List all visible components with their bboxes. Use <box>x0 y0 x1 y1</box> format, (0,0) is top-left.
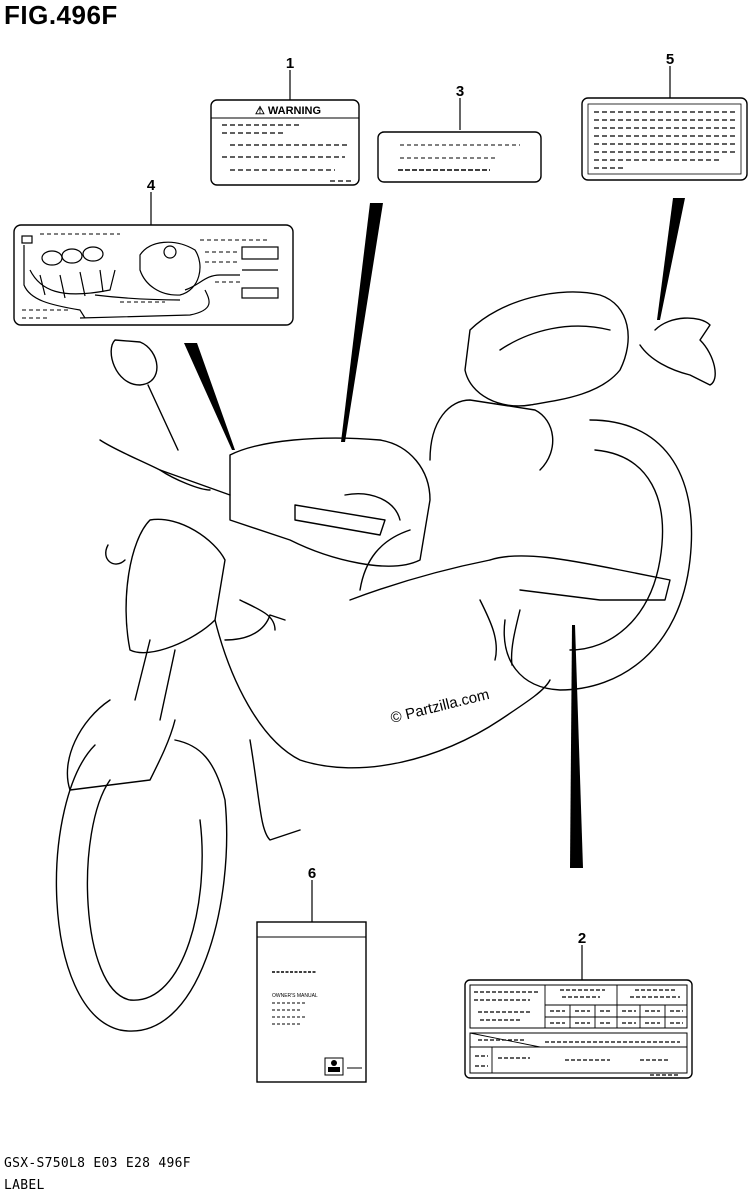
mirror <box>110 339 158 386</box>
pointer-1 <box>341 203 383 442</box>
owners-manual-text: OWNER'S MANUAL <box>272 993 318 999</box>
front-wheel <box>55 739 228 1032</box>
callout-leaders <box>150 66 671 980</box>
tail-light <box>639 317 716 386</box>
label-1-warning: ⚠ WARNING <box>210 99 360 186</box>
pointer-4 <box>184 343 235 450</box>
pointer-2 <box>570 625 583 868</box>
callout-number-1: 1 <box>286 55 294 72</box>
label-3 <box>377 131 542 183</box>
rear-wheel <box>503 419 693 691</box>
figure-title: FIG.496F <box>4 0 118 30</box>
label-5 <box>581 97 748 181</box>
callout-number-2: 2 <box>578 930 586 947</box>
pointer-5 <box>657 198 685 320</box>
callout-number-3: 3 <box>456 83 464 100</box>
watermark: © Partzilla.com <box>389 686 491 727</box>
callout-number-5: 5 <box>666 51 674 68</box>
label-2-info-table <box>464 979 693 1079</box>
callout-number-4: 4 <box>147 177 156 194</box>
label-6-owners-manual: OWNER'S MANUAL <box>256 921 367 1083</box>
motorcycle-outline <box>55 291 716 1032</box>
seat <box>464 291 629 407</box>
warning-heading: ⚠ WARNING <box>255 105 321 117</box>
callout-number-6: 6 <box>308 865 316 882</box>
figure-caption: LABEL <box>4 1178 45 1193</box>
label-4-routing <box>13 224 294 326</box>
callout-pointers <box>184 198 685 868</box>
model-code: GSX-S750L8 E03 E28 496F <box>4 1156 191 1171</box>
fuel-tank <box>229 437 431 567</box>
